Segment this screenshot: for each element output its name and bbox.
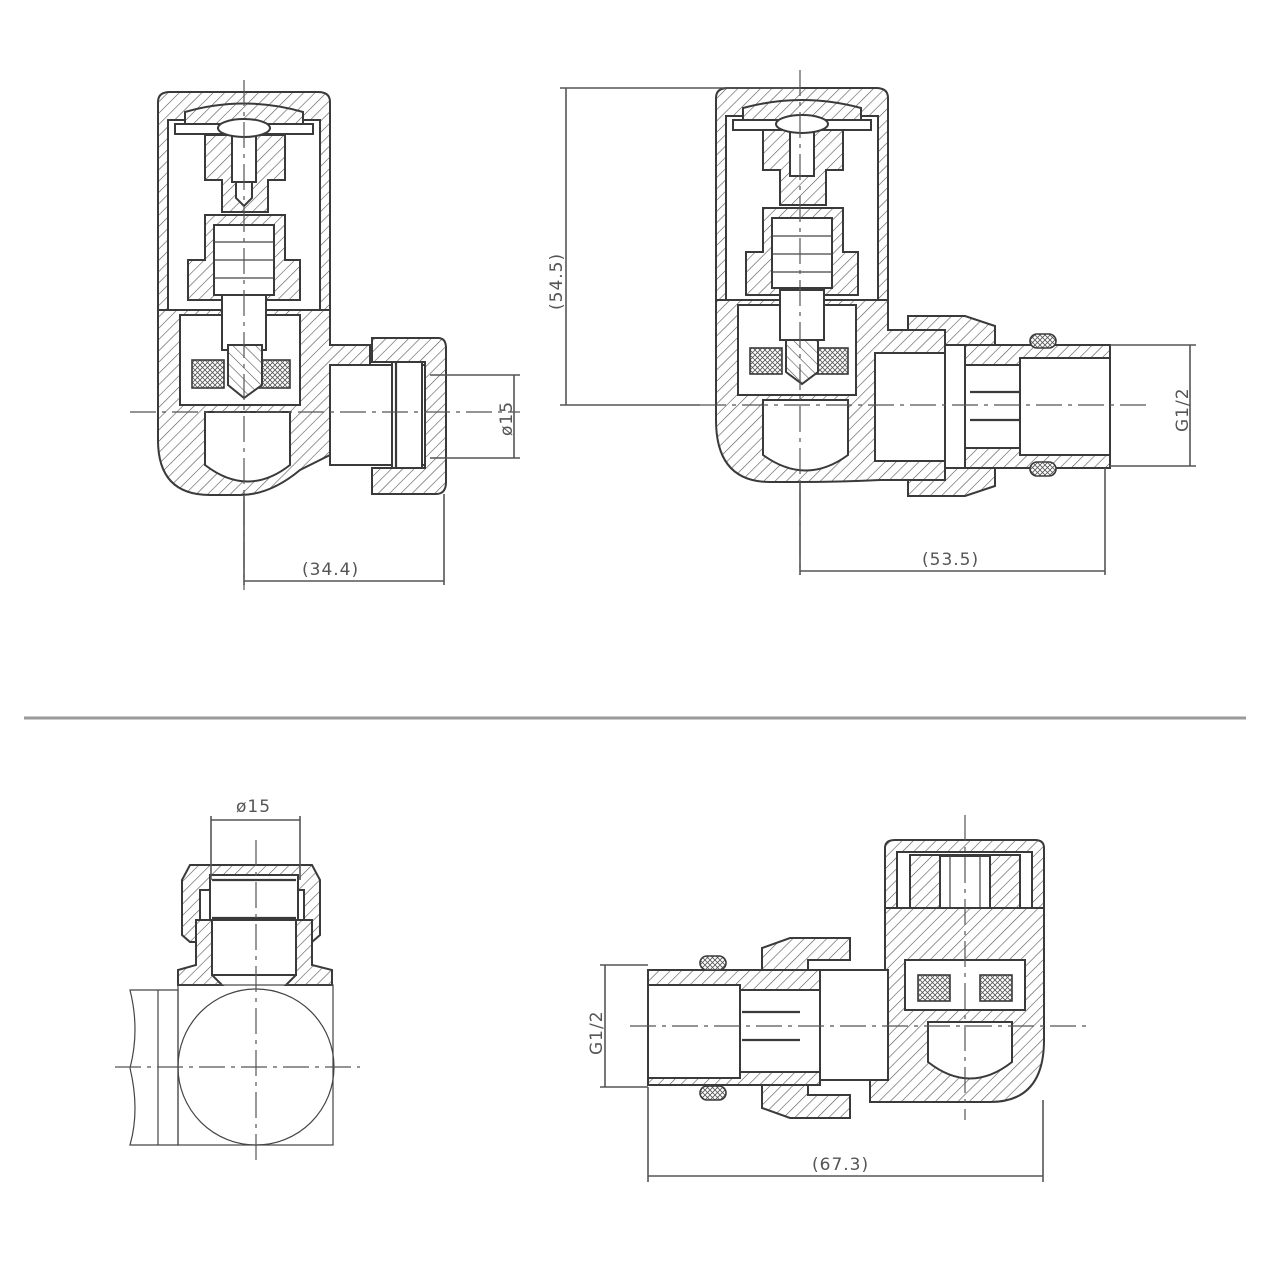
view-bottom-right: G1/2 (67.3) [587,815,1090,1182]
dimension-label: G1/2 [1173,387,1193,432]
dimension-label: ø15 [236,797,271,817]
dimension-label: G1/2 [587,1010,607,1055]
dimension-label: (53.5) [922,550,979,570]
view-top-right: (54.5) G1/2 (53.5) [547,70,1196,575]
view-bottom-left: ø15 [115,797,360,1165]
dimension-label: (54.5) [547,253,567,310]
view-top-left: ø15 (34.4) [130,80,520,590]
dimension-label: (34.4) [302,560,359,580]
dimension-label: (67.3) [812,1155,869,1175]
dimension-label: ø15 [497,401,517,436]
